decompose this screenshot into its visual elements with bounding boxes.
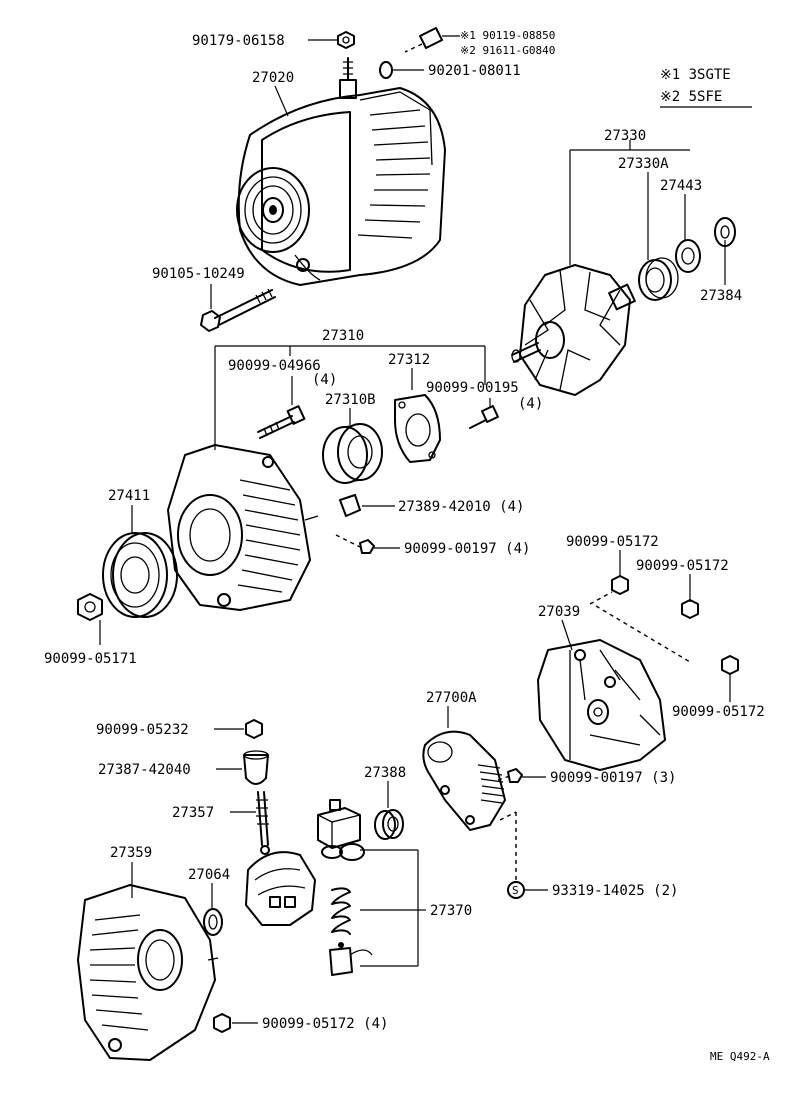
label-90201-08011: 90201-08011	[428, 63, 521, 79]
label-90099-00197-4: 90099-00197 (4)	[404, 541, 530, 557]
nut-90099-05171: 90099-05171	[44, 593, 137, 667]
bearing-27310b	[322, 423, 383, 484]
label-27411: 27411	[108, 488, 150, 504]
screw-90099-00195	[469, 398, 499, 429]
legend-line-1: ※1 3SGTE	[660, 67, 731, 83]
label-93319-14025: 93319-14025 (2)	[552, 883, 678, 899]
insulator-27389-42010: 27389-42010 (4)	[339, 494, 524, 517]
label-q4-b: (4)	[518, 396, 543, 412]
label-90099-05172-a: 90099-05172	[566, 534, 659, 550]
label-27443: 27443	[660, 178, 702, 194]
label-27312: 27312	[388, 352, 430, 368]
label-27388: 27388	[364, 765, 406, 781]
rotor-group: 27330 27330A 27443 27384	[569, 128, 742, 304]
label-27357: 27357	[172, 805, 214, 821]
label-27370: 27370	[430, 903, 472, 919]
plate-27312	[394, 394, 441, 463]
rear-end-frame: 27359	[77, 845, 219, 1061]
rectifier-holder-27357: 27357	[172, 791, 316, 926]
label-27310b: 27310B	[325, 392, 376, 408]
label-27310: 27310	[322, 328, 364, 344]
label-90099-00195: 90099-00195	[426, 380, 519, 396]
label-27064: 27064	[188, 867, 230, 883]
nut-90099-05172-a: 90099-05172	[566, 534, 659, 595]
bolt-90119-91611: ※1 90119-08850 ※2 91611-G0840	[404, 27, 555, 57]
screw-90099-04966	[257, 405, 306, 439]
pulley-27411: 27411	[102, 488, 178, 618]
label-27330a: 27330A	[618, 156, 669, 172]
label-27387-42040: 27387-42040	[98, 762, 191, 778]
nut-90099-05172-b: 90099-05172	[636, 558, 729, 619]
nut-90099-05172-4: 90099-05172 (4)	[213, 1013, 388, 1033]
insulator-27387-42040: 27387-42040	[98, 750, 269, 785]
label-90179-06158: 90179-06158	[192, 33, 285, 49]
svg-text:S: S	[512, 884, 519, 897]
label-91611-g0840: ※2 91611-G0840	[460, 44, 555, 57]
screw-90099-00197-4: 90099-00197 (4)	[335, 534, 530, 557]
cover-27443	[675, 239, 701, 273]
label-27020: 27020	[252, 70, 294, 86]
rectifier-end-cover: 27039	[537, 604, 666, 771]
bolt-90105-10249: 90105-10249	[152, 266, 276, 332]
rotor	[511, 264, 636, 396]
label-90099-05232: 90099-05232	[96, 722, 189, 738]
bearing-27388: 27388	[364, 765, 406, 840]
label-90099-05172-c: 90099-05172	[672, 704, 765, 720]
label-90099-00197-3: 90099-00197 (3)	[550, 770, 676, 786]
label-90099-04966: 90099-04966	[228, 358, 321, 374]
washer-27064: 27064	[188, 867, 230, 936]
label-90099-05172-4: 90099-05172 (4)	[262, 1016, 388, 1032]
regulator-27700a: 27700A	[422, 690, 506, 831]
label-90119-08850: ※1 90119-08850	[460, 29, 555, 42]
label-27389-42010: 27389-42010 (4)	[398, 499, 524, 515]
label-27359: 27359	[110, 845, 152, 861]
washer-90201-08011: 90201-08011	[379, 61, 521, 79]
label-27384: 27384	[700, 288, 742, 304]
legend-line-2: ※2 5SFE	[660, 89, 722, 105]
label-90105-10249: 90105-10249	[152, 266, 245, 282]
nut-90099-05232: 90099-05232	[96, 719, 263, 739]
screw-93319-14025: S 93319-14025 (2)	[499, 811, 678, 899]
alternator-assembly	[236, 57, 446, 286]
diagram-code: ME Q492-A	[710, 1050, 770, 1063]
nut-90179-06158: 90179-06158	[192, 31, 355, 49]
label-27700a: 27700A	[426, 690, 477, 706]
screw-90099-00197-3: 90099-00197 (3)	[497, 768, 676, 786]
brush-set-27370: 27370	[317, 799, 472, 976]
washer-27384	[714, 217, 736, 247]
label-27330: 27330	[604, 128, 646, 144]
legend: ※1 3SGTE ※2 5SFE	[660, 67, 752, 108]
label-q4-a: (4)	[312, 372, 337, 388]
drive-end-frame-group: 27310 90099-04966 (4) 27312 90099-00195 …	[214, 328, 543, 450]
bearing-27330a	[638, 257, 679, 301]
label-27039: 27039	[538, 604, 580, 620]
label-90099-05172-b: 90099-05172	[636, 558, 729, 574]
nut-90099-05172-c: 90099-05172	[672, 655, 765, 720]
drive-end-frame	[167, 444, 319, 611]
label-90099-05171: 90099-05171	[44, 651, 137, 667]
